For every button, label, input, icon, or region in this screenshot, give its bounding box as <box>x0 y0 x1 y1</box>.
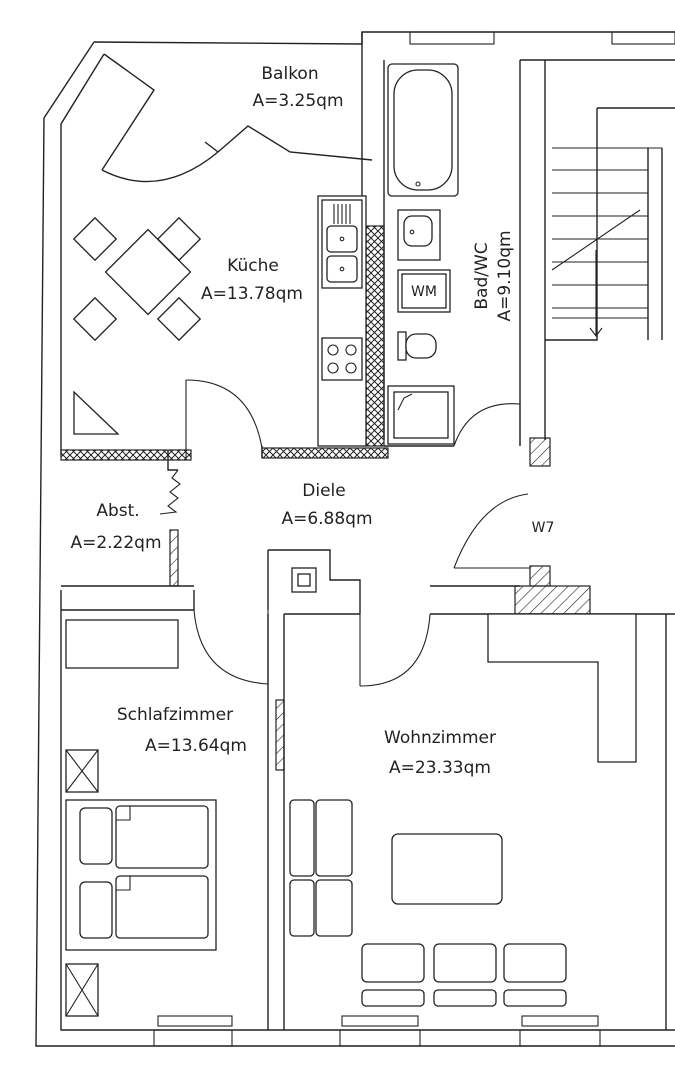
kitchen-furniture <box>72 195 367 447</box>
diele-name: Diele <box>302 481 345 501</box>
wohn-area: A=23.33qm <box>389 758 491 778</box>
stairwell <box>545 59 675 341</box>
door-label: W7 <box>532 520 555 536</box>
living-furniture <box>157 613 637 1027</box>
washer-label: WM <box>411 284 437 300</box>
kueche-name: Küche <box>227 256 279 276</box>
schlaf-name: Schlafzimmer <box>117 705 233 725</box>
abst-area: A=2.22qm <box>70 533 161 553</box>
outer-walls <box>35 31 675 1047</box>
bad-area: A=9.10qm <box>495 230 515 321</box>
bedroom-furniture <box>65 619 217 1017</box>
schlaf-area: A=13.64qm <box>145 736 247 756</box>
diele-area: A=6.88qm <box>281 509 372 529</box>
doors <box>159 379 530 687</box>
balcony <box>101 53 373 183</box>
bathroom-fixtures <box>387 63 459 445</box>
bad-name: Bad/WC <box>472 242 492 309</box>
balkon-area: A=3.25qm <box>252 91 343 111</box>
room-labels: Balkon A=3.25qm Küche A=13.78qm Bad/WC A… <box>70 64 554 778</box>
inner-walls <box>60 32 675 1030</box>
kueche-area: A=13.78qm <box>201 284 303 304</box>
abst-name: Abst. <box>96 501 139 521</box>
wohn-name: Wohnzimmer <box>384 728 496 748</box>
balkon-name: Balkon <box>261 64 318 84</box>
